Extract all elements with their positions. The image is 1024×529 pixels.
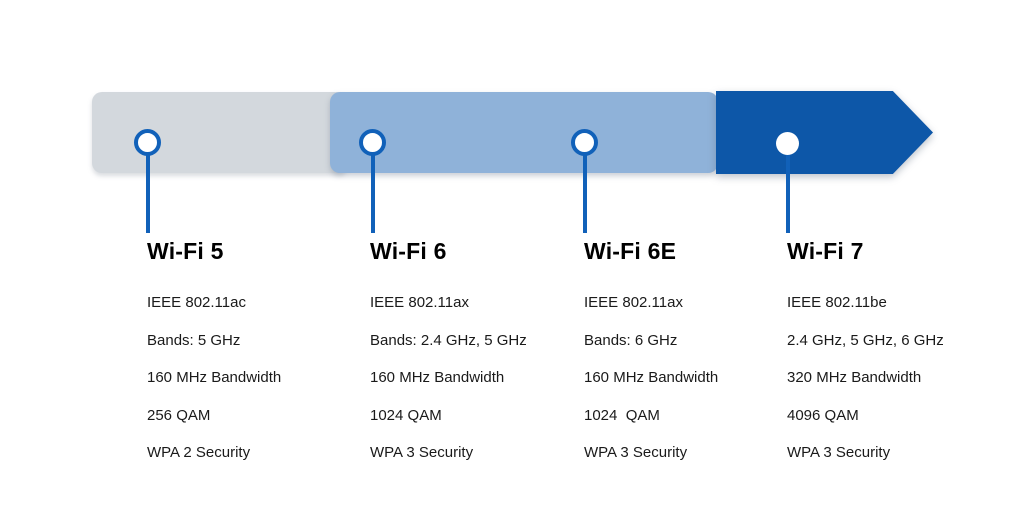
wifi6e-node-marker xyxy=(571,129,598,156)
generation-title: Wi-Fi 6 xyxy=(370,238,447,264)
bands-detail: Bands: 6 GHz xyxy=(584,331,678,349)
qam-detail: 1024 QAM xyxy=(584,406,660,424)
wifi6-node-marker xyxy=(359,129,386,156)
standard-detail: IEEE 802.11ax xyxy=(370,294,469,311)
wifi6-column: Wi-Fi 6 IEEE 802.11ax Bands: 2.4 GHz, 5 … xyxy=(370,238,585,483)
wifi7-column: Wi-Fi 7 IEEE 802.11be 2.4 GHz, 5 GHz, 6 … xyxy=(787,238,1002,483)
security-detail: WPA 2 Security xyxy=(147,444,251,461)
bands-detail: 2.4 GHz, 5 GHz, 6 GHz xyxy=(787,331,944,349)
wifi5-node-marker xyxy=(134,129,161,156)
generation-title: Wi-Fi 7 xyxy=(787,238,864,264)
arrow-shape xyxy=(716,91,933,174)
bandwidth-detail: 160 MHz Bandwidth xyxy=(370,369,505,386)
security-detail: WPA 3 Security xyxy=(584,444,688,461)
bandwidth-detail: 320 MHz Bandwidth xyxy=(787,369,922,386)
timeline-segment-wifi5 xyxy=(92,92,348,173)
generation-title: Wi-Fi 5 xyxy=(147,238,224,264)
wifi6e-column: Wi-Fi 6E IEEE 802.11ax Bands: 6 GHz 160 … xyxy=(584,238,799,483)
wifi7-node-marker xyxy=(776,132,799,155)
bands-detail: Bands: 2.4 GHz, 5 GHz xyxy=(370,331,527,349)
wifi7-connector-line xyxy=(786,154,790,233)
qam-detail: 1024 QAM xyxy=(370,406,442,424)
wifi6-connector-line xyxy=(371,154,375,233)
generation-title: Wi-Fi 6E xyxy=(584,238,677,264)
bandwidth-detail: 160 MHz Bandwidth xyxy=(584,369,719,386)
qam-detail: 4096 QAM xyxy=(787,406,859,424)
wifi5-connector-line xyxy=(146,154,150,233)
bands-detail: Bands: 5 GHz xyxy=(147,331,241,349)
standard-detail: IEEE 802.11be xyxy=(787,294,887,311)
standard-detail: IEEE 802.11ax xyxy=(584,294,683,311)
standard-detail: IEEE 802.11ac xyxy=(147,294,246,311)
security-detail: WPA 3 Security xyxy=(787,444,891,461)
bandwidth-detail: 160 MHz Bandwidth xyxy=(147,369,282,386)
timeline-segment-wifi6-6e xyxy=(330,92,718,173)
wifi6e-connector-line xyxy=(583,154,587,233)
timeline-segment-wifi7-arrow xyxy=(716,91,933,174)
security-detail: WPA 3 Security xyxy=(370,444,474,461)
qam-detail: 256 QAM xyxy=(147,406,211,424)
wifi5-column: Wi-Fi 5 IEEE 802.11ac Bands: 5 GHz 160 M… xyxy=(147,238,362,483)
